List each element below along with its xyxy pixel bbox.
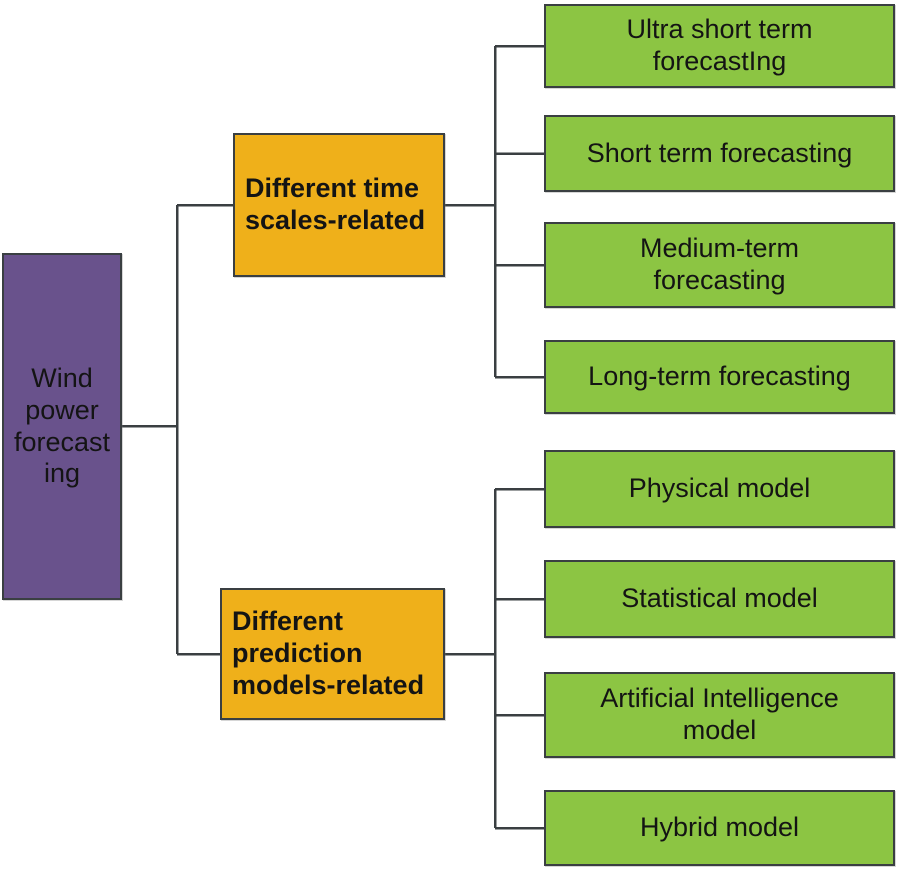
node-leaf-physical-model-label: Physical model — [628, 473, 811, 504]
node-leaf-ultra-short-term-forecasting-label: Ultra short term forecastIng — [626, 14, 813, 76]
node-leaf-statistical-model[interactable]: Statistical model — [544, 560, 895, 638]
node-branch-prediction-models-label: Different prediction models-related — [232, 606, 425, 700]
node-leaf-long-term-forecasting-label: Long-term forecasting — [588, 361, 851, 392]
node-leaf-artificial-intelligence-model[interactable]: Artificial Intelligence model — [544, 672, 895, 758]
node-leaf-ultra-short-term-forecasting[interactable]: Ultra short term forecastIng — [544, 4, 895, 88]
node-root-label: Wind power forecast ing — [13, 362, 111, 489]
node-branch-time-scales[interactable]: Different time scales-related — [233, 133, 445, 277]
node-leaf-hybrid-model-label: Hybrid model — [639, 812, 800, 843]
node-leaf-statistical-model-label: Statistical model — [621, 583, 818, 614]
node-branch-time-scales-label: Different time scales-related — [245, 173, 426, 235]
node-leaf-short-term-forecasting-label: Short term forecasting — [586, 137, 853, 168]
node-leaf-short-term-forecasting[interactable]: Short term forecasting — [544, 115, 895, 192]
node-leaf-long-term-forecasting[interactable]: Long-term forecasting — [544, 340, 895, 414]
node-leaf-medium-term-forecasting[interactable]: Medium-term forecasting — [544, 222, 895, 308]
node-leaf-medium-term-forecasting-label: Medium-term forecasting — [639, 233, 800, 295]
node-leaf-hybrid-model[interactable]: Hybrid model — [544, 790, 895, 866]
node-root-wind-power-forecasting[interactable]: Wind power forecast ing — [2, 253, 122, 600]
node-leaf-artificial-intelligence-model-label: Artificial Intelligence model — [600, 683, 839, 745]
node-leaf-physical-model[interactable]: Physical model — [544, 450, 895, 528]
node-branch-prediction-models[interactable]: Different prediction models-related — [220, 588, 445, 720]
